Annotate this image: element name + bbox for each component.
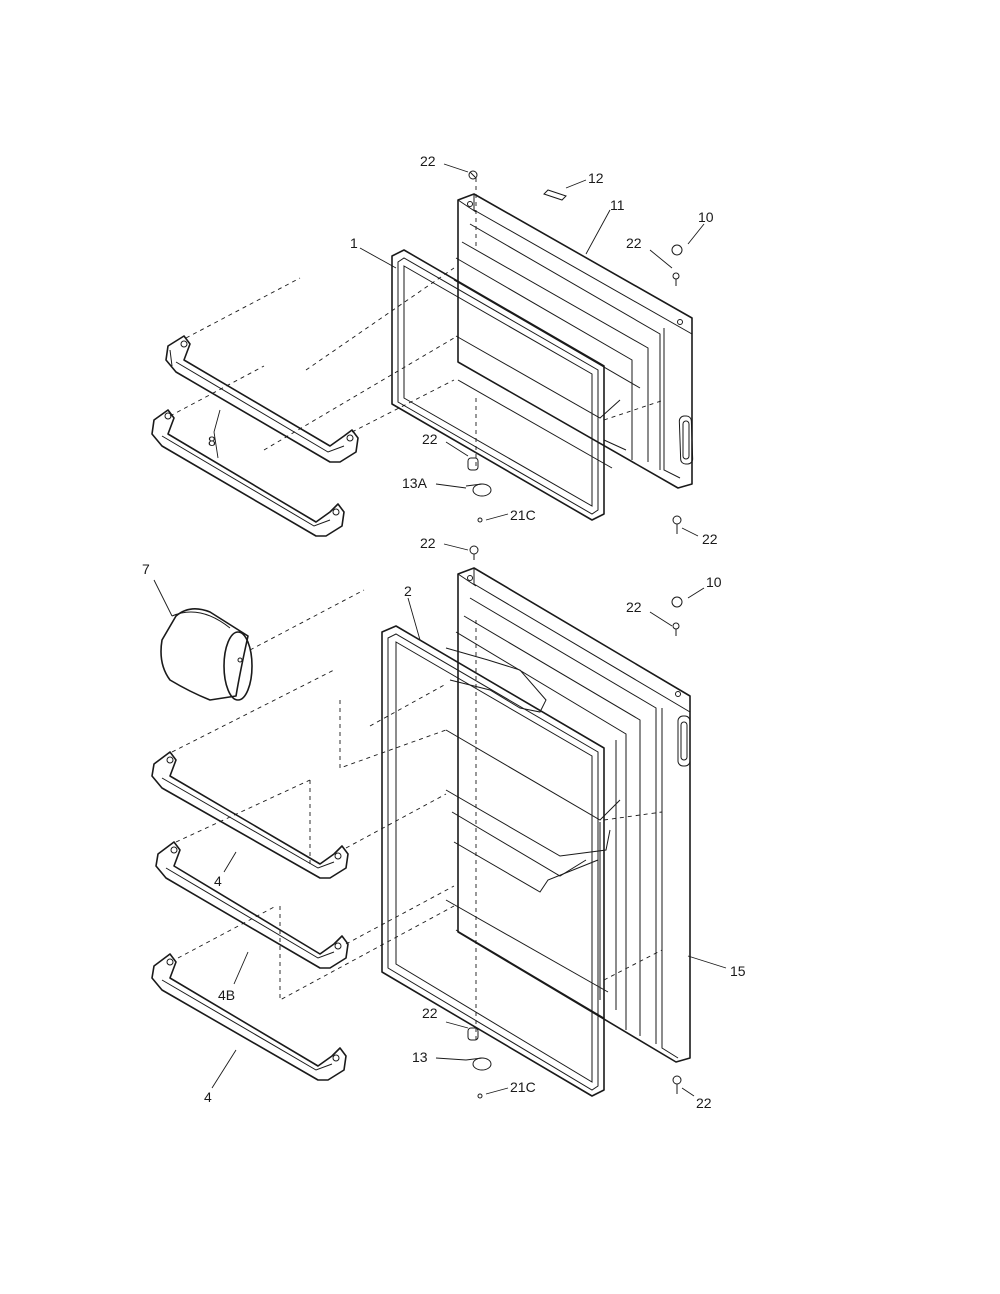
callout-8: 8 bbox=[208, 433, 216, 449]
callout-1: 1 bbox=[350, 235, 358, 251]
butter-bin bbox=[160, 608, 253, 701]
callout-22: 22 bbox=[420, 153, 436, 169]
freezer-door-gasket bbox=[391, 249, 605, 521]
freezer-door-shelf-upper bbox=[165, 335, 359, 463]
callout-7: 7 bbox=[142, 561, 150, 577]
callout-4: 4 bbox=[204, 1089, 212, 1105]
callout-10: 10 bbox=[698, 209, 714, 225]
callout-13A: 13A bbox=[402, 475, 428, 491]
callout-10: 10 bbox=[706, 574, 722, 590]
callout-22: 22 bbox=[702, 531, 718, 547]
callout-4: 4 bbox=[214, 873, 222, 889]
callout-21C: 21C bbox=[510, 1079, 536, 1095]
callout-22: 22 bbox=[696, 1095, 712, 1111]
callout-22: 22 bbox=[422, 431, 438, 447]
callout-22: 22 bbox=[626, 235, 642, 251]
fresh-food-liner-shelves bbox=[445, 647, 621, 1019]
callout-22: 22 bbox=[420, 535, 436, 551]
callout-11: 11 bbox=[610, 197, 625, 213]
leader-lines bbox=[153, 163, 727, 1097]
callout-22: 22 bbox=[626, 599, 642, 615]
callout-2: 2 bbox=[404, 583, 412, 599]
fresh-food-shelf-middle bbox=[155, 841, 349, 969]
fresh-food-door-gasket bbox=[381, 625, 605, 1097]
fresh-food-shelf-upper bbox=[151, 751, 349, 879]
callout-12: 12 bbox=[588, 170, 604, 186]
callout-15: 15 bbox=[730, 963, 746, 979]
callout-4B: 4B bbox=[218, 987, 235, 1003]
callout-22: 22 bbox=[422, 1005, 438, 1021]
callout-13: 13 bbox=[412, 1049, 428, 1065]
fresh-food-door-outer bbox=[455, 567, 691, 1063]
upper-hinge-parts bbox=[465, 170, 683, 534]
freezer-door-shelf-lower bbox=[151, 409, 345, 537]
fresh-food-shelf-lower bbox=[151, 953, 347, 1081]
callout-21C: 21C bbox=[510, 507, 536, 523]
freezer-door-outer bbox=[453, 193, 694, 489]
alignment-lines bbox=[169, 178, 665, 1040]
lower-hinge-parts bbox=[465, 545, 683, 1099]
callout-labels: 22 12 11 10 22 1 8 22 13A 21C 22 22 7 2 … bbox=[142, 153, 746, 1111]
